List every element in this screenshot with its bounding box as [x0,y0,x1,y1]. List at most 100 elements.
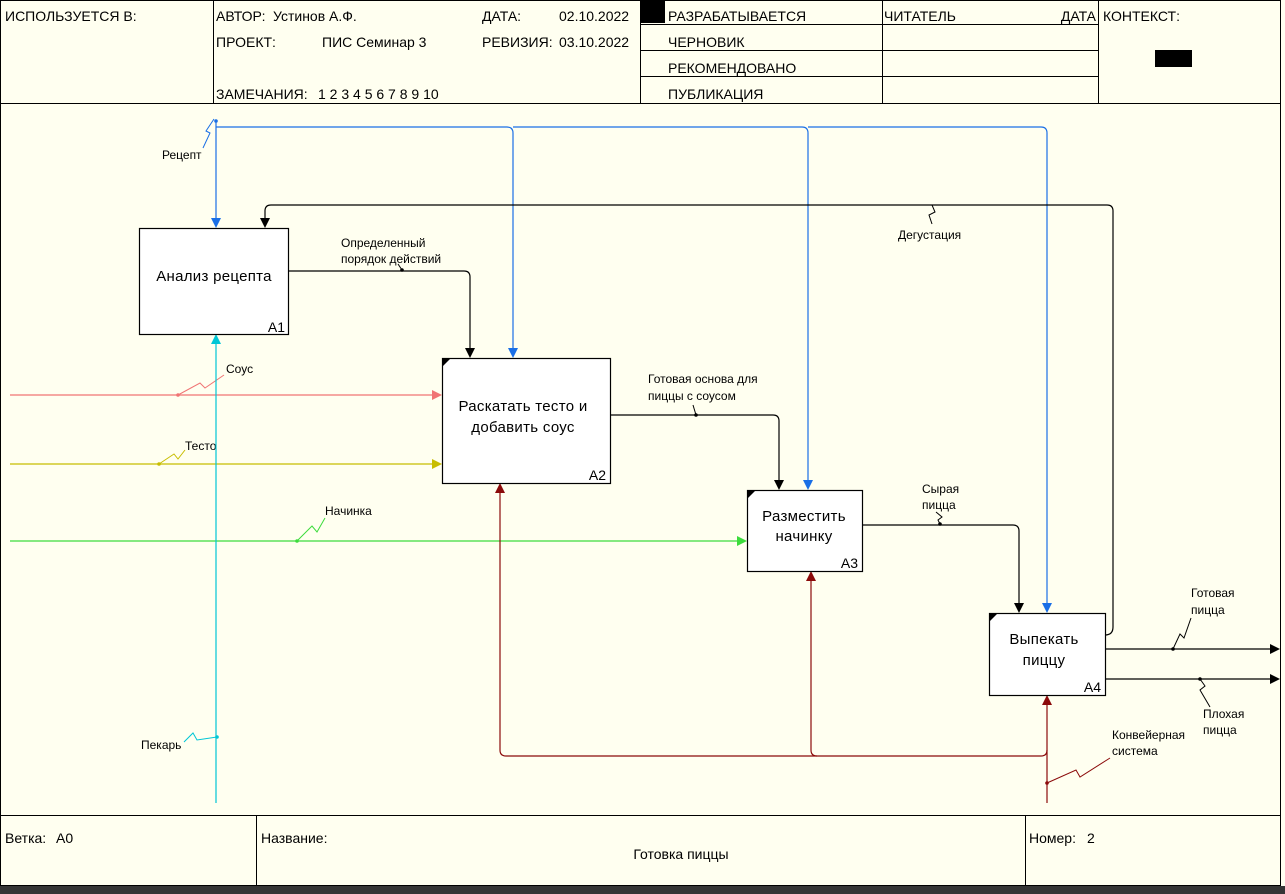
box-a1-title: Анализ рецепта [156,268,272,285]
tasting-feedback-line[interactable] [264,204,1114,636]
revision-label: РЕВИЗИЯ: [482,34,553,50]
label-squiggle [397,263,403,271]
arrow-sauce[interactable]: Соус [10,362,442,400]
arrowhead-right [737,536,747,546]
arrowhead-up [806,571,816,581]
arrowhead-down [1014,603,1024,613]
baker-label: Пекарь [141,738,181,752]
activity-box[interactable] [988,612,1107,697]
activity-box[interactable] [441,357,612,485]
arrow-base[interactable]: Готовая основа для пиццы с соусом [610,372,784,490]
recipe-label: Рецепт [162,148,202,162]
arrowhead-down [774,480,784,490]
a2-to-a3-line[interactable] [610,414,780,484]
status-working: РАЗРАБАТЫВАЕТСЯ [668,8,806,24]
box-a1[interactable]: Анализ рецепта A1 [138,227,290,336]
arrow-ready-pizza[interactable]: Готовая пицца [1105,586,1280,654]
recipe-to-a3-line[interactable] [513,126,809,484]
footer: Ветка: А0 Название: Готовка пиццы Номер:… [0,815,1285,894]
sauce-label: Соус [226,362,253,376]
recipe-to-a4-line[interactable] [808,126,1048,607]
conveyor-label-line2: система [1112,744,1158,758]
raw-label-line2: пицца [922,498,956,512]
date-value: 02.10.2022 [559,8,629,24]
arrowhead-down [465,348,475,358]
bottom-bar [0,886,1285,894]
label-squiggle [1172,617,1192,650]
ready-label-line1: Готовая [1191,586,1235,600]
a3-to-a4-line[interactable] [862,524,1020,607]
arrowhead-right [1270,674,1280,684]
box-a2-title-line1: Раскатать тесто и [458,398,587,415]
status-marker [641,1,665,23]
activity-box[interactable] [746,489,864,573]
label-squiggle [692,404,697,416]
box-a2-id: A2 [589,467,606,483]
box-a2-title-line2: добавить соус [471,419,575,436]
label-squiggle [158,449,186,465]
arrowhead-up [211,334,221,344]
base-label-line2: пиццы с соусом [648,389,736,403]
box-a4-title-line1: Выпекать [1009,631,1078,648]
conveyor-label-line1: Конвейерная [1112,728,1185,742]
revision-value: 03.10.2022 [559,34,629,50]
box-a3-title-line1: Разместить [762,508,846,525]
bad-label-line2: пицца [1203,723,1237,737]
status-recommended: РЕКОМЕНДОВАНО [668,60,796,76]
status-publication: ПУБЛИКАЦИЯ [668,86,763,102]
arrow-recipe[interactable]: Рецепт [162,118,1052,613]
arrowhead-up [495,483,505,493]
tasting-label: Дегустация [898,228,961,242]
box-a4[interactable]: Выпекать пиццу A4 [988,612,1107,697]
node-label: Ветка: [5,830,46,846]
reader-label: ЧИТАТЕЛЬ [884,8,956,24]
box-a2[interactable]: Раскатать тесто и добавить соус A2 [441,357,612,485]
label-squiggle [1199,678,1211,708]
arrowhead-down [803,480,813,490]
arrow-dough[interactable]: Тесто [10,439,442,469]
box-a3-id: A3 [841,555,858,571]
conveyor-to-a2-line[interactable] [499,489,1048,757]
arrow-conveyor[interactable]: Конвейерная система [495,483,1185,803]
arrow-raw[interactable]: Сырая пицца [862,482,1024,613]
raw-label-line1: Сырая [922,482,959,496]
arrowhead-down [211,218,221,228]
author-label: АВТОР: [216,8,265,24]
arrowhead-right [432,459,442,469]
node-value: А0 [56,830,73,846]
number-value: 2 [1087,830,1095,846]
box-a4-id: A4 [1084,679,1101,695]
recipe-to-a2-line[interactable] [216,126,514,352]
arrowhead-right [1270,644,1280,654]
a1-to-a2-line[interactable] [288,270,471,352]
box-a3[interactable]: Разместить начинку A3 [746,489,864,573]
activity-box[interactable] [138,227,290,336]
order-label-line2: порядок действий [341,252,441,266]
arrow-baker[interactable]: Пекарь [141,334,221,803]
author-value: Устинов А.Ф. [273,8,357,24]
context-label: КОНТЕКСТ: [1103,8,1180,24]
label-squiggle [296,517,326,542]
arrow-order[interactable]: Определенный порядок действий [288,236,475,358]
status-draft: ЧЕРНОВИК [668,34,745,50]
box-a1-id: A1 [268,319,285,335]
date-label: ДАТА: [482,8,521,24]
project-value: ПИС Семинар 3 [322,34,427,50]
arrow-bad-pizza[interactable]: Плохая пицца [1105,674,1280,737]
number-label: Номер: [1029,830,1076,846]
conveyor-to-a3-line[interactable] [810,577,818,757]
arrowhead-down [1042,603,1052,613]
arrowhead-up [1042,695,1052,705]
arrowhead-right [432,390,442,400]
arrowhead-down [260,218,270,228]
arrow-filling[interactable]: Начинка [10,504,747,546]
label-squiggle [935,511,943,525]
bad-label-line1: Плохая [1203,707,1244,721]
label-squiggle [928,204,936,225]
filling-label: Начинка [325,504,372,518]
arrow-tasting[interactable]: Дегустация [260,204,1114,636]
ready-label-line2: пицца [1191,603,1225,617]
box-a3-title-line2: начинку [775,528,832,545]
